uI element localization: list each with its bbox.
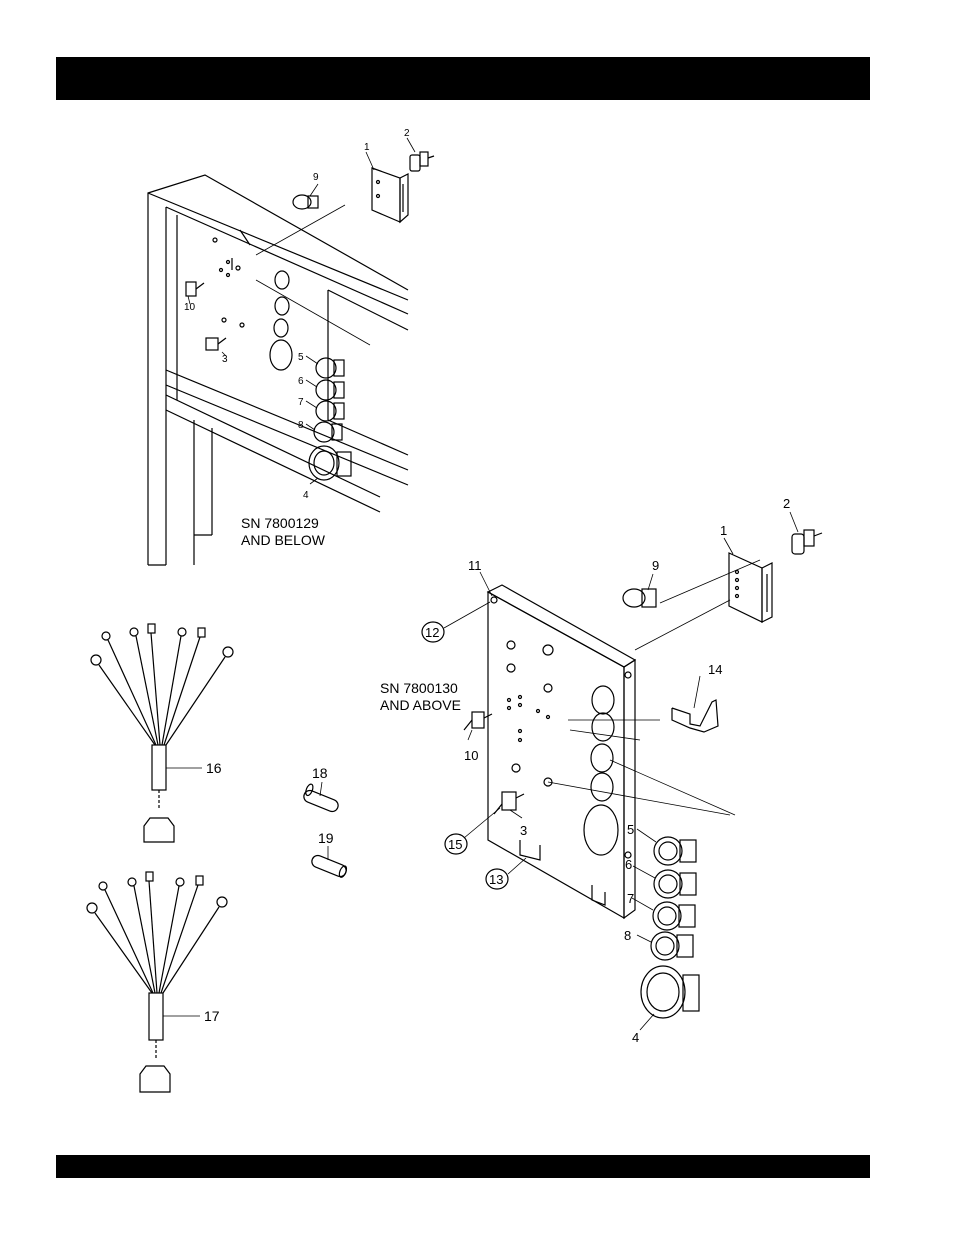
caption-old-line2: AND BELOW <box>241 532 326 548</box>
old-label-7: 7 <box>298 397 304 408</box>
new-switch-3 <box>494 792 524 814</box>
old-label-1: 1 <box>364 142 370 153</box>
parts-callout-labels: 16 17 18 19 <box>204 760 334 1024</box>
old-switch-10 <box>186 282 204 296</box>
new-label-12: 12 <box>425 625 439 640</box>
caption-new-line2: AND ABOVE <box>380 697 461 713</box>
old-terminal-board <box>372 168 408 222</box>
new-gauges <box>641 837 699 1018</box>
new-panel-holes <box>491 597 631 858</box>
new-label-11: 11 <box>468 558 482 573</box>
new-label-4: 4 <box>632 1030 639 1045</box>
new-label-3: 3 <box>520 823 527 838</box>
label-18: 18 <box>312 765 328 781</box>
old-label-2: 2 <box>404 128 410 139</box>
new-label-14: 14 <box>708 662 722 677</box>
wire-harness-16 <box>91 624 233 842</box>
new-assembly <box>444 512 822 1030</box>
old-label-5: 5 <box>298 352 304 363</box>
old-switch-3 <box>206 338 226 350</box>
new-label-1: 1 <box>720 523 727 538</box>
new-label-6: 6 <box>625 857 632 872</box>
old-gauges <box>309 358 351 480</box>
new-back-panel <box>488 585 635 918</box>
old-label-8: 8 <box>298 420 304 431</box>
new-label-9: 9 <box>652 558 659 573</box>
old-label-4: 4 <box>303 490 309 501</box>
fuse-18 <box>302 782 340 813</box>
new-label-8: 8 <box>624 928 631 943</box>
new-toggle-switch-2 <box>792 530 822 554</box>
new-label-13: 13 <box>489 872 503 887</box>
old-assembly <box>148 138 434 565</box>
old-label-6: 6 <box>298 376 304 387</box>
old-label-10: 10 <box>184 302 196 313</box>
new-terminal-board <box>729 553 772 622</box>
label-16: 16 <box>206 760 222 776</box>
fuse-19 <box>310 846 348 878</box>
new-bulb-9 <box>623 589 656 607</box>
serial-captions: SN 7800129 AND BELOW SN 7800130 AND ABOV… <box>241 515 461 713</box>
old-leaders <box>188 138 415 484</box>
new-label-10: 10 <box>464 748 478 763</box>
new-label-5: 5 <box>627 822 634 837</box>
old-label-3: 3 <box>222 354 228 365</box>
label-17: 17 <box>204 1008 220 1024</box>
new-label-15: 15 <box>448 837 462 852</box>
old-label-9: 9 <box>313 172 319 183</box>
new-label-7: 7 <box>627 891 634 906</box>
caption-new-line1: SN 7800130 <box>380 680 458 696</box>
old-toggle-switch-2 <box>410 152 434 171</box>
label-19: 19 <box>318 830 334 846</box>
wire-harness-17 <box>87 872 227 1092</box>
old-panel-holes <box>213 230 292 370</box>
new-label-2: 2 <box>783 496 790 511</box>
old-bulb-9 <box>293 195 318 209</box>
new-leaders <box>444 512 798 1030</box>
caption-old-line1: SN 7800129 <box>241 515 319 531</box>
